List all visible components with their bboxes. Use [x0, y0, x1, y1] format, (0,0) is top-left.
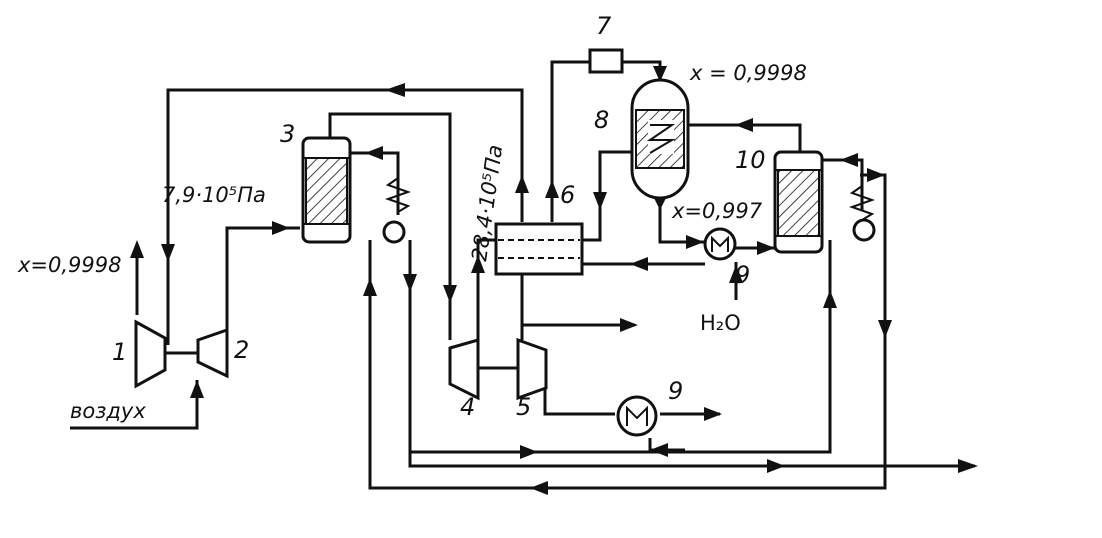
turbine-4 — [448, 338, 480, 401]
line-exchanger6-to-heater7 — [550, 60, 590, 222]
line-column3-bottom-drop — [408, 240, 832, 454]
arrow-885-down — [878, 320, 892, 338]
annotation-air: воздух — [70, 399, 146, 423]
arrow-exit-right — [958, 459, 978, 473]
arrow-370-up — [363, 278, 377, 296]
arrow-bottom-right-1 — [520, 445, 538, 459]
arrow-830-up — [823, 290, 837, 308]
vessel-8 — [630, 78, 690, 200]
equipment-labels: 1 2 3 4 5 6 7 8 9 9 10 — [112, 12, 766, 421]
arrow-to-motor9 — [686, 235, 704, 249]
arrow-bottom-right-2 — [767, 459, 785, 473]
line-column3-to-turbine4 — [328, 112, 452, 340]
arrow-column10-to-vessel — [735, 118, 753, 132]
arrow-522-up — [515, 175, 529, 193]
column-3 — [301, 136, 352, 244]
label-9b: 9 — [668, 377, 683, 405]
label-3: 3 — [280, 120, 295, 148]
column-10 — [773, 150, 824, 254]
label-4: 4 — [460, 393, 475, 421]
compressor-1 — [134, 319, 167, 389]
arrow-exchanger-up-478 — [471, 255, 485, 273]
annotation-purity-mid: x=0,997 — [671, 199, 763, 223]
motor-9-upper — [703, 227, 737, 261]
arrow-410-down — [403, 274, 417, 292]
label-10: 10 — [735, 146, 766, 174]
column3-reboiler-icon — [382, 177, 412, 244]
arrow-air-up — [190, 380, 204, 398]
line-compressor2-to-column3 — [225, 226, 300, 340]
label-5: 5 — [516, 393, 531, 421]
heat-exchanger-6 — [494, 222, 584, 276]
line-turbine5-to-motor9 — [543, 388, 615, 416]
line-column10-reflux — [820, 158, 864, 210]
arrow-to-column3 — [272, 221, 290, 235]
arrow-column3-top — [365, 146, 383, 160]
arrow-motor9-return — [650, 443, 668, 457]
label-6: 6 — [560, 181, 575, 209]
arrow-to-vessel8 — [653, 66, 667, 82]
arrow-x-up — [130, 240, 144, 258]
arrow-bottom-loop-left — [530, 481, 548, 495]
arrow-vessel8-out-down — [653, 196, 667, 210]
arrow-885-right — [867, 168, 885, 182]
annotation-water: H₂O — [700, 311, 741, 335]
flow-arrows — [130, 66, 978, 495]
label-1: 1 — [112, 338, 127, 366]
arrow-exchanger-out-right — [620, 318, 638, 332]
line-column10-to-vessel8 — [685, 123, 802, 152]
label-9a: 9 — [735, 261, 750, 289]
line-heater7-to-vessel8 — [622, 60, 662, 80]
line-return-bottom — [408, 452, 830, 468]
annotation-purity-top: x = 0,9998 — [689, 61, 807, 85]
column10-reboiler-icon — [848, 185, 876, 242]
label-8: 8 — [594, 106, 609, 134]
turbine-5 — [516, 337, 548, 401]
line-turbine4-to-exchanger6 — [476, 238, 496, 342]
annotation-pressure-low: 7,9·10⁵Па — [162, 183, 266, 207]
arrow-to-column10 — [757, 241, 775, 255]
piping — [70, 60, 975, 490]
line-top-return — [166, 88, 524, 345]
annotation-purity-left: x=0,9998 — [17, 253, 122, 277]
arrow-column10-reflux — [840, 153, 858, 167]
motor-9-lower — [616, 395, 658, 437]
arrow-compressor1-down — [161, 244, 175, 262]
label-2: 2 — [234, 336, 249, 364]
arrow-motor9-out — [704, 407, 722, 421]
arrow-top-left — [385, 83, 405, 97]
arrow-turbine4-down — [443, 285, 457, 303]
arrow-exchanger-left — [630, 257, 648, 271]
label-7: 7 — [596, 12, 612, 40]
heater-7 — [588, 48, 624, 74]
arrow-552-up — [545, 180, 559, 198]
arrow-water-up — [729, 265, 743, 283]
compressor-2 — [196, 327, 229, 379]
arrow-vessel-left-down — [593, 192, 607, 210]
